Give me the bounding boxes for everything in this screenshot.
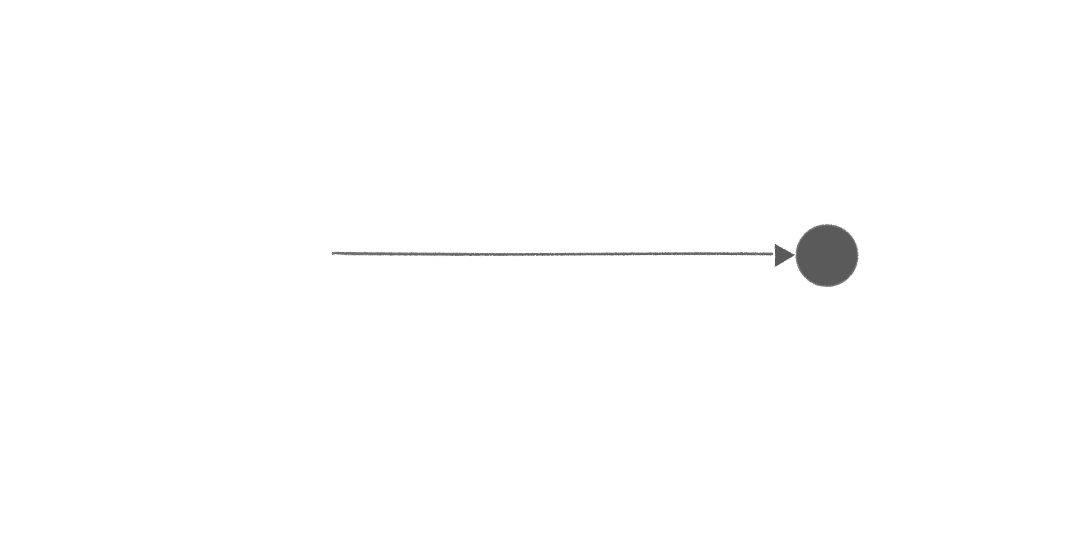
circle-node[interactable]	[795, 224, 859, 287]
connector-line	[331, 251, 774, 256]
connector-line-sketch	[344, 253, 771, 256]
circle-node-outline	[795, 224, 859, 287]
connector-arrow[interactable]	[331, 244, 795, 267]
arrowhead-icon	[775, 244, 795, 267]
circle-node-fill	[797, 225, 857, 286]
